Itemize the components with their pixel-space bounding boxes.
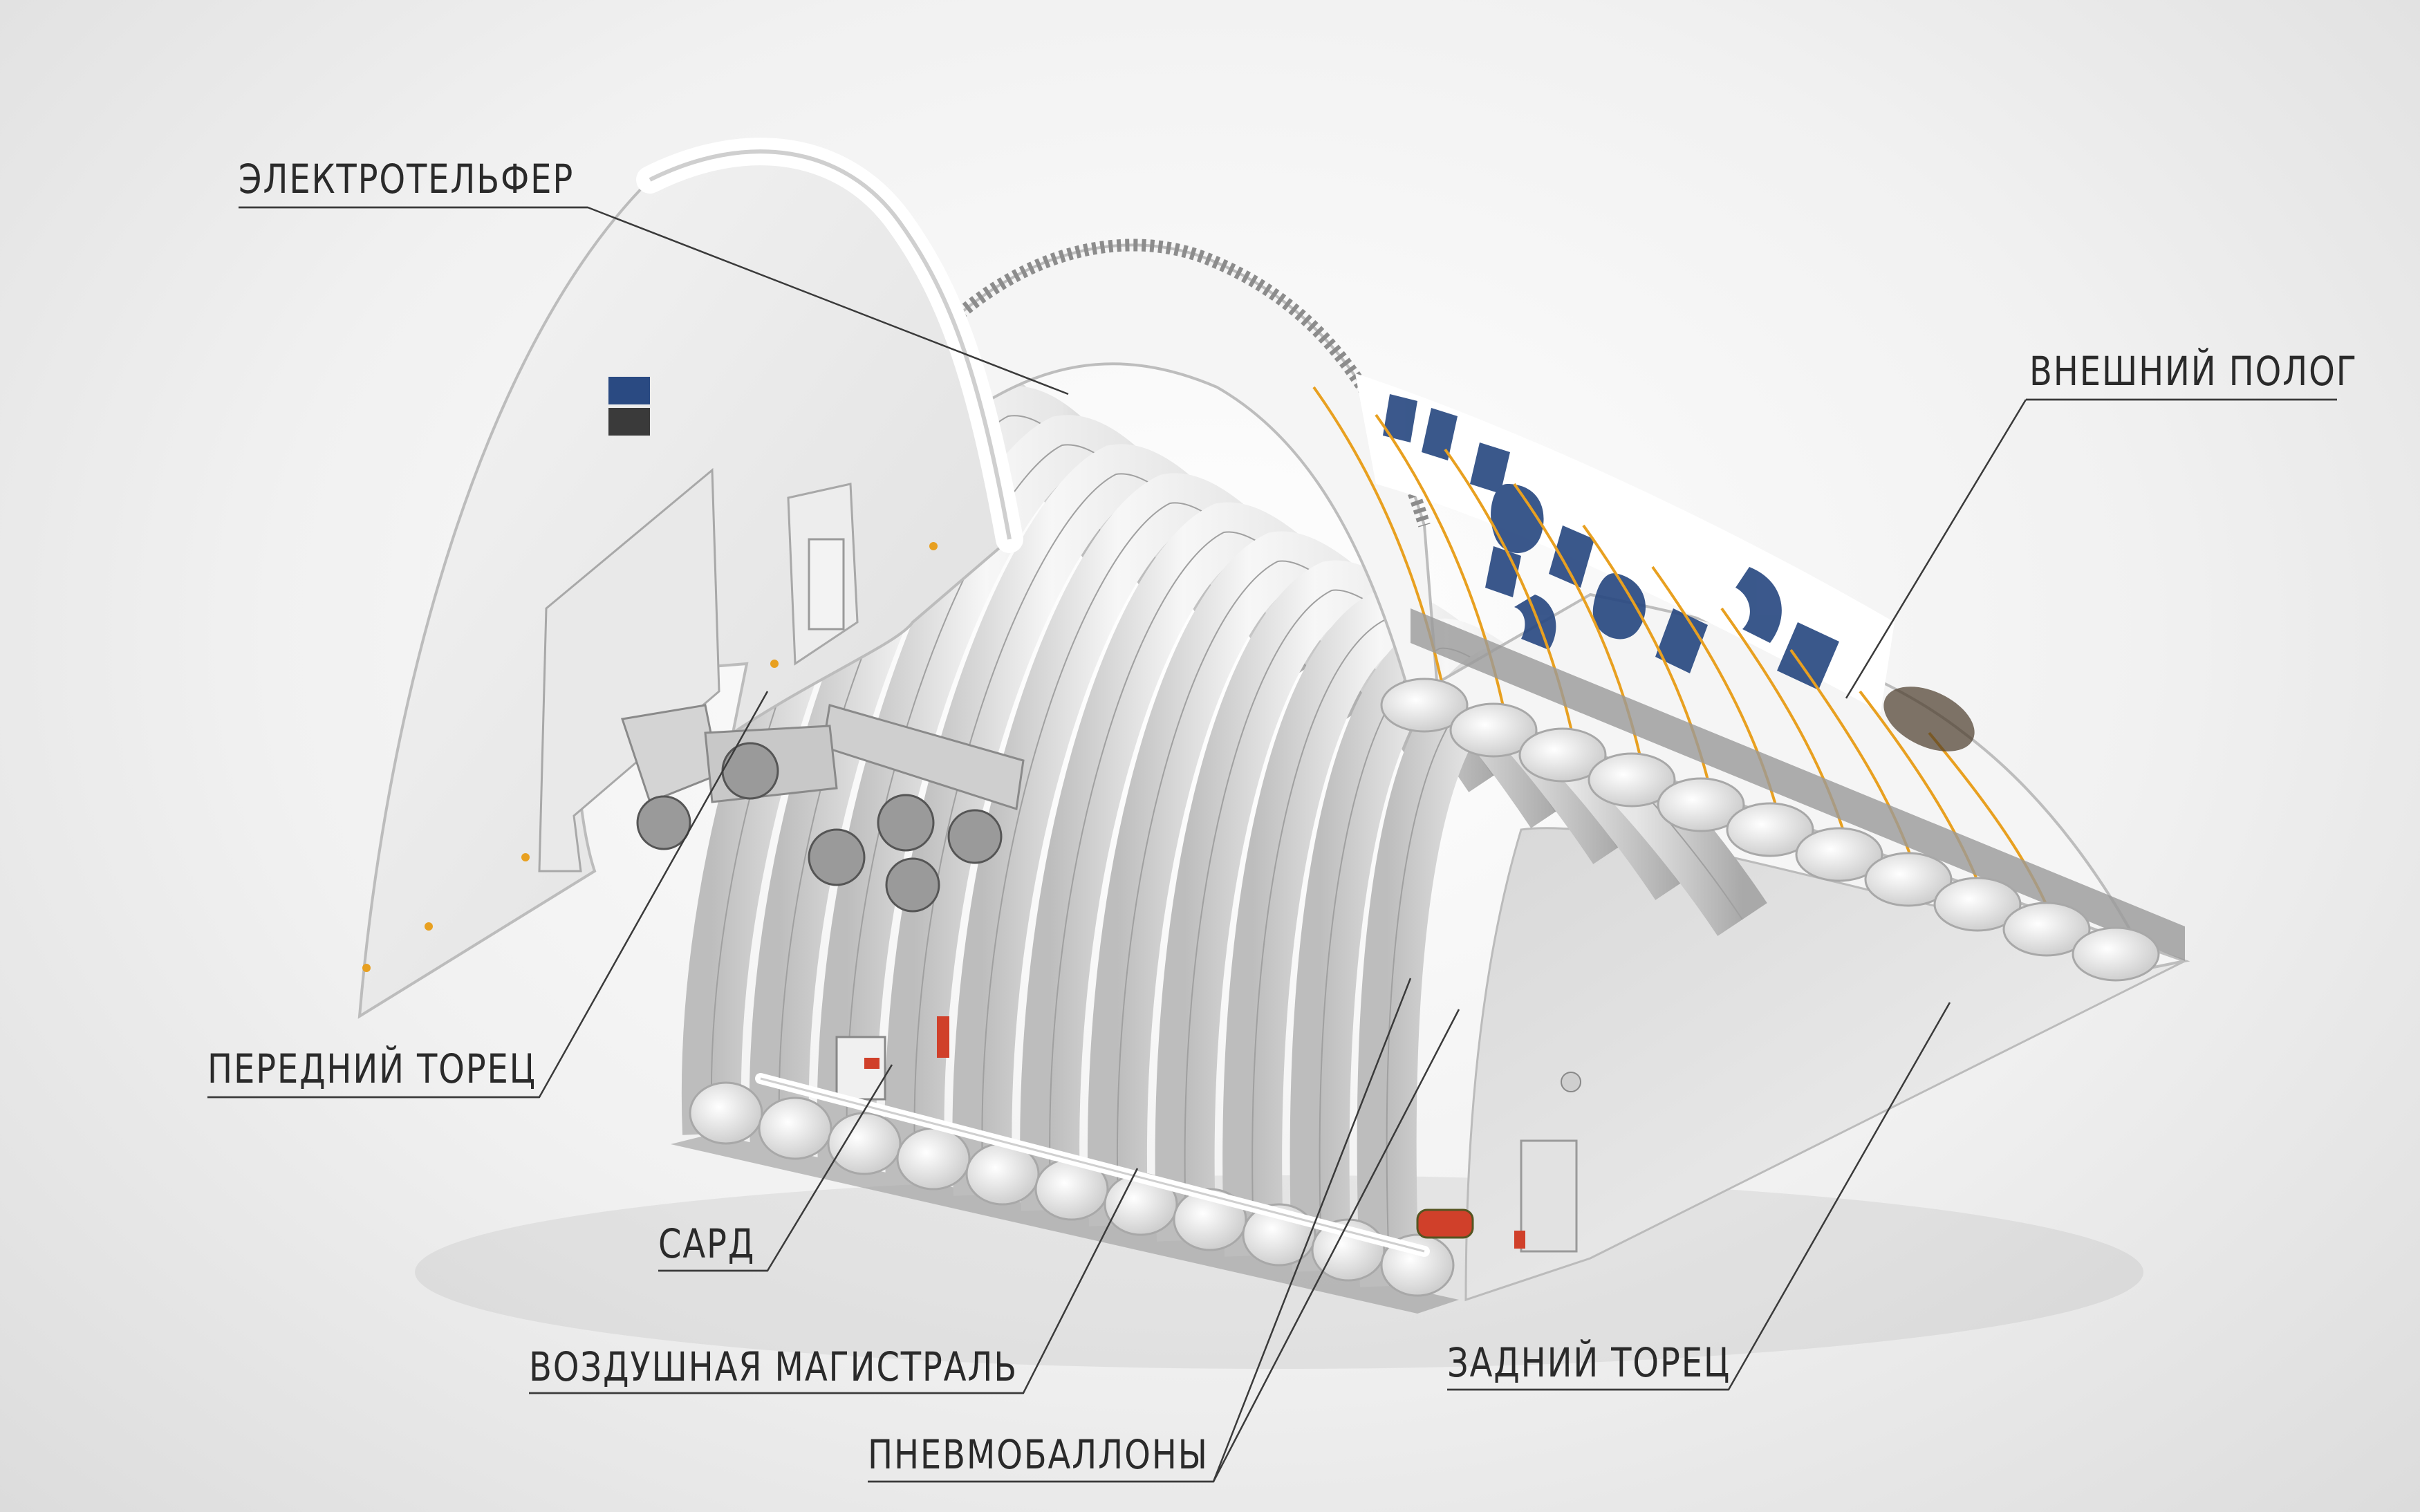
callout-front-end: ПЕРЕДНИЙ ТОРЕЦ bbox=[207, 1045, 537, 1092]
hangar-floor bbox=[671, 1134, 1459, 1314]
front-wall-logo bbox=[608, 377, 650, 436]
base-cylinder-end bbox=[689, 1081, 763, 1145]
callout-pneumo-cylinders: ПНЕВМОБАЛЛОНЫ bbox=[868, 1431, 1209, 1478]
canopy-cylinder-end bbox=[1864, 852, 1953, 907]
canopy-edge-cylinders bbox=[1380, 678, 2160, 982]
canopy-cylinder-end bbox=[2002, 902, 2091, 957]
callout-air-main: ВОЗДУШНАЯ МАГИСТРАЛЬ bbox=[529, 1343, 1018, 1390]
canopy-cylinder-end bbox=[2072, 926, 2160, 982]
canopy-cylinder-end bbox=[1657, 777, 1745, 832]
base-cylinder-end bbox=[758, 1096, 832, 1160]
callout-sard: САРД bbox=[658, 1220, 756, 1267]
canopy-cylinder-end bbox=[1933, 877, 2022, 932]
callout-rear-end: ЗАДНИЙ ТОРЕЦ bbox=[1447, 1339, 1731, 1386]
heater bbox=[1416, 1208, 1525, 1249]
canopy-vent bbox=[1883, 687, 1975, 752]
canopy-cylinder-end bbox=[1380, 678, 1469, 733]
callout-electrotelfer: ЭЛЕКТРОТЕЛЬФЕР bbox=[239, 156, 575, 203]
label-underlines bbox=[207, 206, 2337, 1483]
canopy-cylinder-end bbox=[1449, 702, 1538, 758]
front-end-wall bbox=[357, 138, 1023, 1019]
canopy-cylinder-end bbox=[1795, 827, 1883, 882]
truck bbox=[621, 704, 1025, 913]
callout-outer-canopy: ВНЕШНИЙ ПОЛОГ bbox=[2029, 348, 2358, 395]
canopy-cylinder-end bbox=[1518, 727, 1607, 783]
canopy-cylinder-end bbox=[1588, 752, 1676, 808]
base-cylinder-end bbox=[827, 1112, 902, 1175]
base-cylinder-end bbox=[896, 1127, 971, 1191]
canopy-cylinder-end bbox=[1726, 802, 1814, 857]
